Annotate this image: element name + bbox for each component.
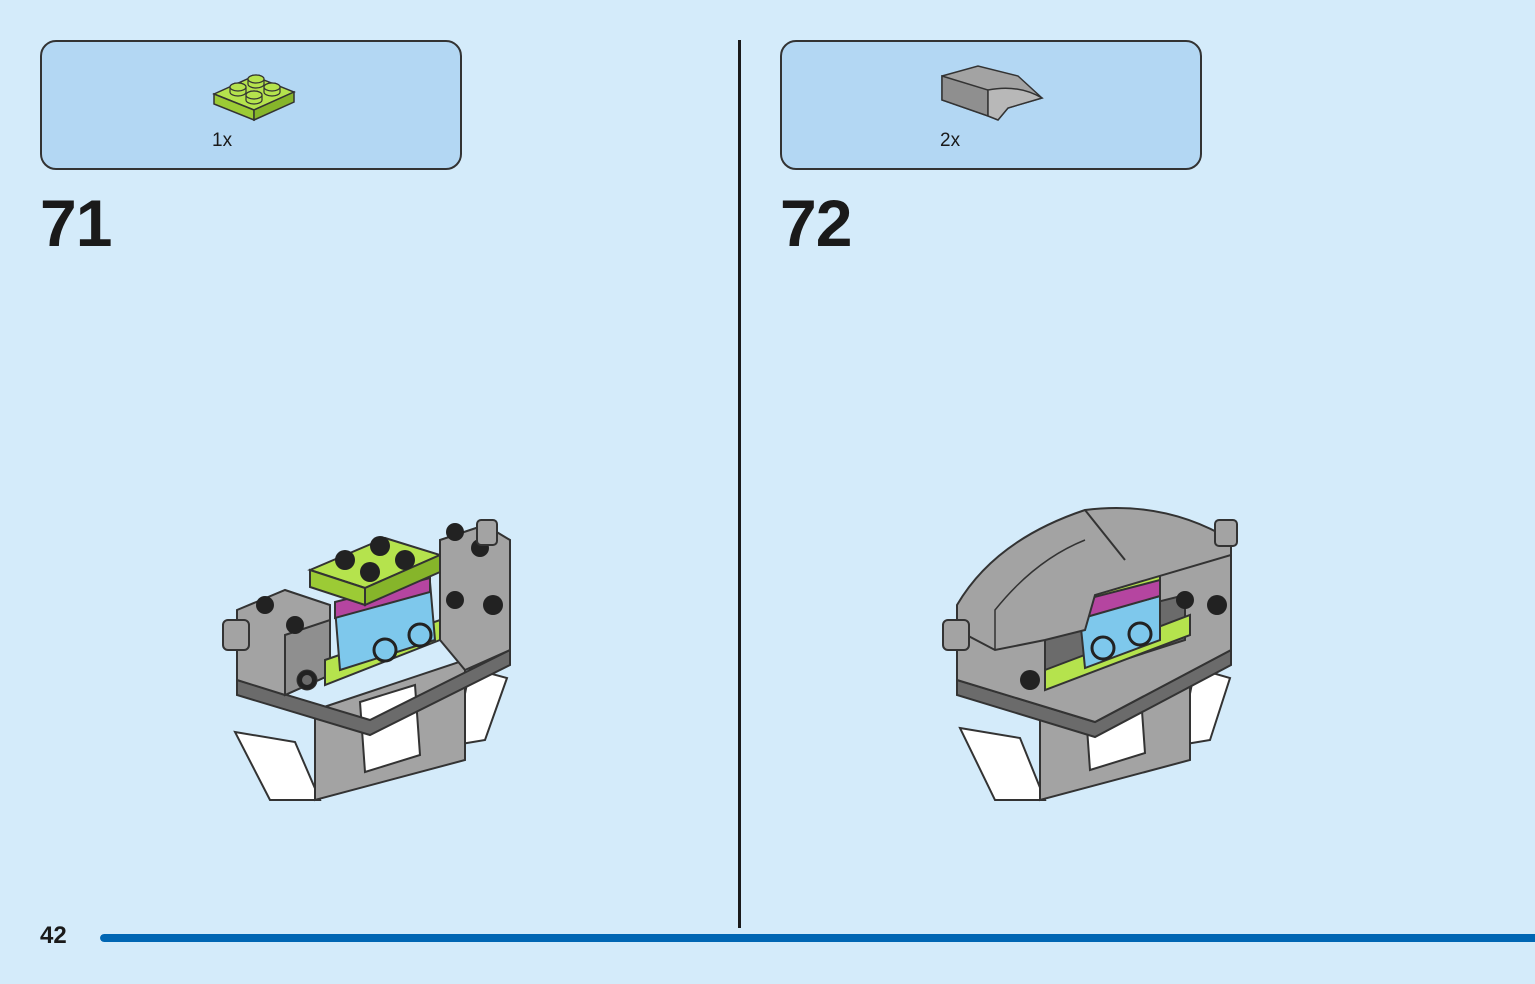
model-step-71-illustration bbox=[222, 519, 511, 802]
step-divider bbox=[738, 40, 741, 928]
page-number: 42 bbox=[40, 922, 67, 949]
part-quantity: 1x bbox=[212, 130, 233, 151]
step-number: 71 bbox=[40, 186, 112, 260]
model-step-72-illustration bbox=[942, 507, 1238, 802]
parts-callout-step-71: 1x bbox=[40, 40, 462, 170]
progress-fill bbox=[100, 934, 1535, 942]
plate-2x2-lime-icon bbox=[212, 74, 296, 122]
progress-bar bbox=[100, 934, 1535, 942]
parts-callout-step-72: 2x bbox=[780, 40, 1202, 170]
step-number: 72 bbox=[780, 186, 852, 260]
part-quantity: 2x bbox=[940, 130, 961, 151]
slope-curved-grey-icon bbox=[941, 65, 1044, 121]
